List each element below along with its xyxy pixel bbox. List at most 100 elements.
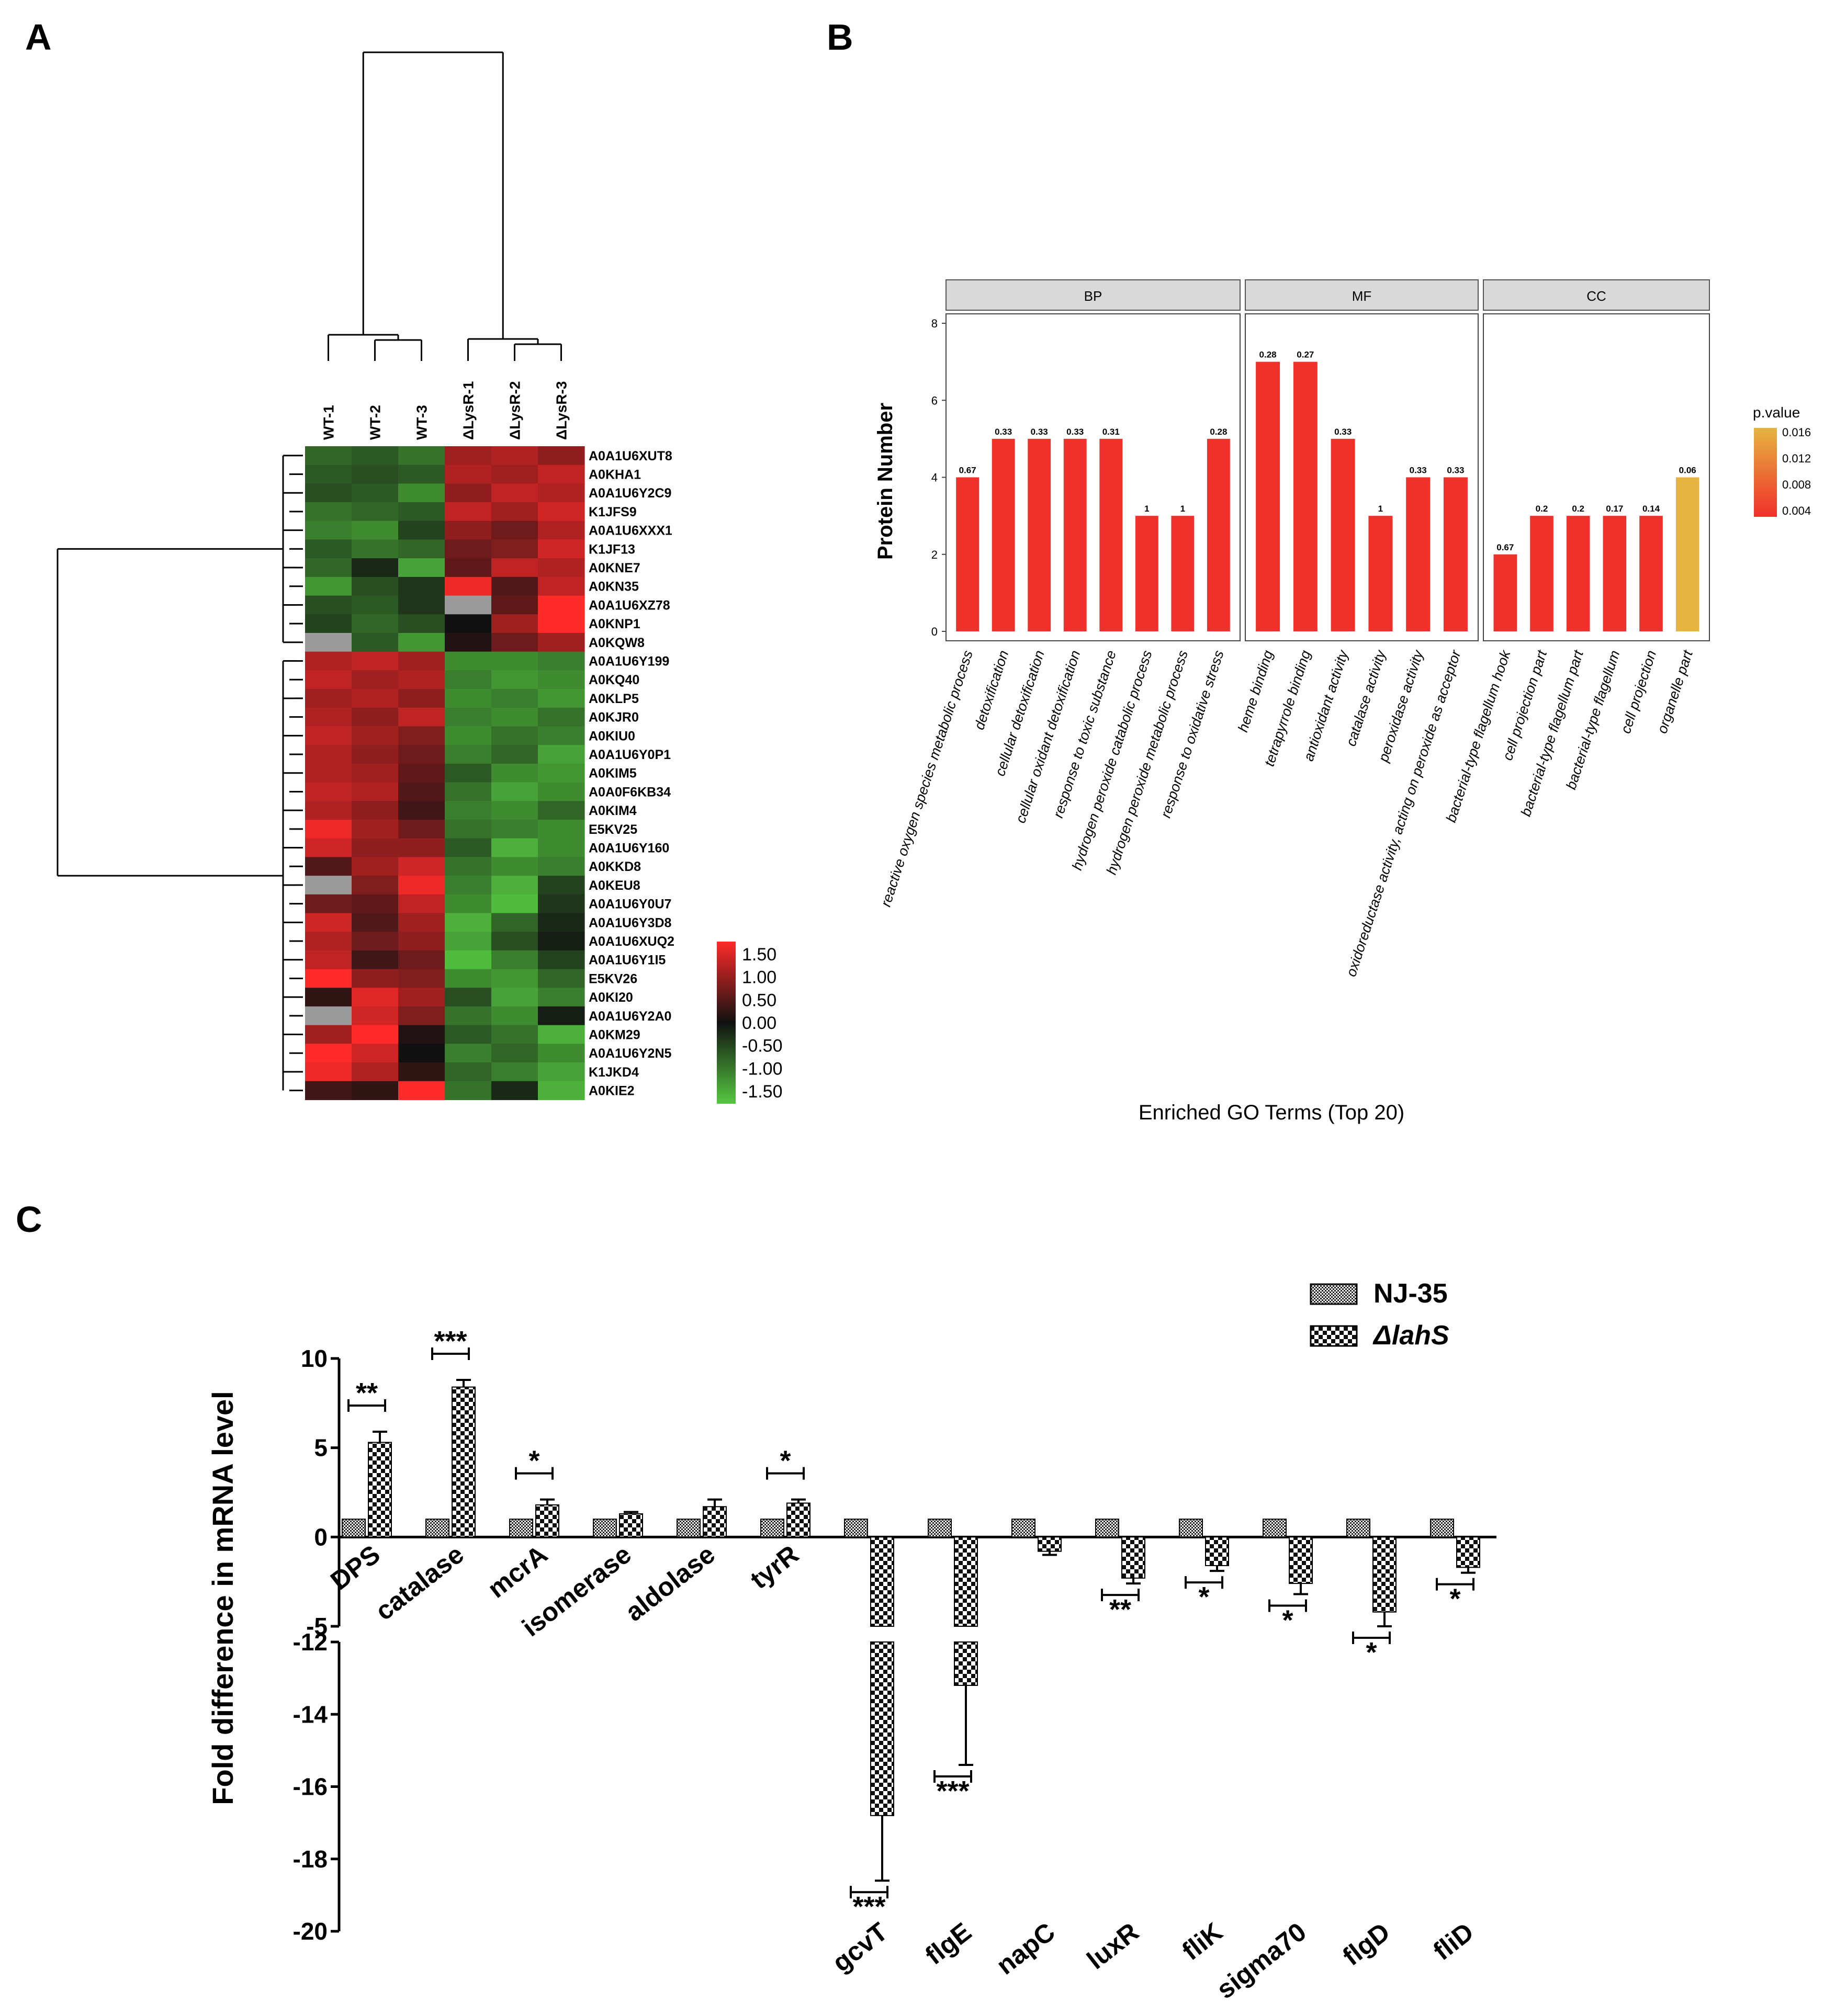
heatmap-cell bbox=[445, 670, 492, 689]
heatmap-cell bbox=[305, 558, 352, 577]
heatmap-cell bbox=[445, 689, 492, 708]
go-bar bbox=[1171, 516, 1195, 631]
heatmap-cell bbox=[398, 1062, 445, 1082]
heatmap-cell bbox=[305, 838, 352, 857]
panel-label-c: C bbox=[16, 1199, 42, 1240]
heatmap-cell bbox=[445, 446, 492, 466]
heatmap-cell bbox=[398, 707, 445, 727]
heatmap-cell bbox=[445, 726, 492, 745]
heatmap-cell bbox=[491, 446, 538, 466]
heatmap-cell bbox=[398, 932, 445, 951]
significance-stars: * bbox=[780, 1445, 791, 1477]
nj35-bar bbox=[1179, 1519, 1203, 1538]
nj35-bar bbox=[844, 1519, 868, 1538]
heatmap-row-label: A0KIU0 bbox=[589, 729, 635, 743]
go-bar-label: 0.33 bbox=[1447, 466, 1464, 475]
significance-stars: * bbox=[528, 1445, 539, 1477]
facet-label: CC bbox=[1586, 288, 1606, 304]
heatmap-cell bbox=[398, 651, 445, 671]
heatmap-cell bbox=[305, 726, 352, 745]
nj35-bar bbox=[1095, 1519, 1119, 1538]
heatmap-cell bbox=[445, 633, 492, 652]
heatmap-cell bbox=[538, 576, 585, 596]
heatmap-cell bbox=[491, 614, 538, 633]
heatmap-cell bbox=[398, 465, 445, 484]
heatmap-cell bbox=[398, 1006, 445, 1026]
go-term-label: cellular oxidant detoxification bbox=[1012, 649, 1083, 825]
facet-strip bbox=[1483, 279, 1710, 311]
heatmap-column-label: ΔLysR-1 bbox=[460, 381, 477, 440]
lahs-bar bbox=[535, 1504, 559, 1538]
go-term-label: organelle part bbox=[1654, 648, 1696, 735]
nj35-bar bbox=[509, 1519, 533, 1538]
heatmap-row-label: A0A1U6Y2N5 bbox=[589, 1046, 672, 1061]
heatmap-cell bbox=[445, 595, 492, 615]
heatmap-cell bbox=[398, 838, 445, 857]
qpcr-y-tick-label: -12 bbox=[293, 1628, 328, 1656]
heatmap-cells bbox=[305, 446, 585, 1101]
heatmap-cell bbox=[305, 1025, 352, 1044]
go-bar bbox=[1675, 477, 1699, 631]
heatmap-cell bbox=[305, 950, 352, 970]
heatmap-cell bbox=[305, 595, 352, 615]
heatmap-cell bbox=[305, 614, 352, 633]
heatmap-cell bbox=[491, 876, 538, 895]
heatmap-cell bbox=[398, 1044, 445, 1063]
go-y-tick-label: 4 bbox=[931, 471, 938, 484]
significance-stars: *** bbox=[434, 1326, 467, 1357]
qpcr-y-tick-label: -14 bbox=[293, 1701, 328, 1728]
heatmap-cell bbox=[491, 689, 538, 708]
go-y-tick-label: 8 bbox=[931, 317, 938, 330]
heatmap-cell bbox=[491, 1044, 538, 1063]
qpcr-category-label: flgE bbox=[920, 1917, 977, 1970]
heatmap-cell bbox=[398, 745, 445, 764]
heatmap-row-label: E5KV26 bbox=[589, 971, 637, 986]
heatmap-cell bbox=[352, 1006, 399, 1026]
go-bar bbox=[1028, 438, 1051, 631]
nj35-bar bbox=[342, 1519, 366, 1538]
lahs-bar bbox=[1289, 1536, 1313, 1584]
go-bar bbox=[1063, 438, 1087, 631]
heatmap-row-label: A0A1U6Y2C9 bbox=[589, 486, 671, 501]
go-enrichment-chart: Protein Number Enriched GO Terms (Top 20… bbox=[874, 279, 1811, 1124]
go-bar-label: 1 bbox=[1378, 504, 1383, 514]
row-dendrogram bbox=[57, 455, 303, 1092]
heatmap-column-label: ΔLysR-3 bbox=[554, 381, 570, 440]
heatmap-cell bbox=[445, 1044, 492, 1063]
nj35-bar bbox=[760, 1519, 784, 1538]
heatmap-cell bbox=[538, 932, 585, 951]
heatmap-cell bbox=[352, 950, 399, 970]
heatmap-cell bbox=[352, 539, 399, 559]
qpcr-y-tick-label: -20 bbox=[293, 1918, 328, 1945]
heatmap-cell bbox=[398, 614, 445, 633]
heatmap-cell bbox=[305, 651, 352, 671]
heatmap-cell bbox=[352, 595, 399, 615]
heatmap-cell bbox=[305, 520, 352, 540]
significance-stars: * bbox=[1282, 1605, 1293, 1636]
panel-label-a: A bbox=[25, 17, 52, 58]
heatmap-cell bbox=[445, 745, 492, 764]
heatmap-cell bbox=[305, 502, 352, 522]
heatmap-cell bbox=[352, 465, 399, 484]
colorbar-tick-label: 0.50 bbox=[742, 990, 776, 1010]
heatmap-cell bbox=[398, 782, 445, 801]
nj35-bar bbox=[425, 1519, 449, 1538]
heatmap-cell bbox=[305, 969, 352, 988]
go-bar bbox=[1368, 516, 1393, 631]
heatmap-cell bbox=[538, 1006, 585, 1026]
heatmap-cell bbox=[491, 707, 538, 727]
heatmap-colorbar: 1.501.000.500.00-0.50-1.00-1.50 bbox=[717, 942, 783, 1104]
heatmap-row-label: A0KLP5 bbox=[589, 692, 639, 706]
heatmap-cell bbox=[398, 820, 445, 839]
heatmap-row-label: A0KEU8 bbox=[589, 878, 640, 893]
heatmap-cell bbox=[491, 1062, 538, 1082]
heatmap-cell bbox=[352, 502, 399, 522]
go-bar-label: 0.33 bbox=[1066, 427, 1084, 437]
legend-label-lahs: ΔlahS bbox=[1372, 1320, 1449, 1351]
go-bar-label: 0.14 bbox=[1642, 504, 1660, 514]
facet-label: BP bbox=[1084, 288, 1102, 304]
go-y-tick-label: 2 bbox=[931, 548, 938, 561]
heatmap-cell bbox=[445, 558, 492, 577]
significance-stars: * bbox=[1449, 1583, 1460, 1615]
